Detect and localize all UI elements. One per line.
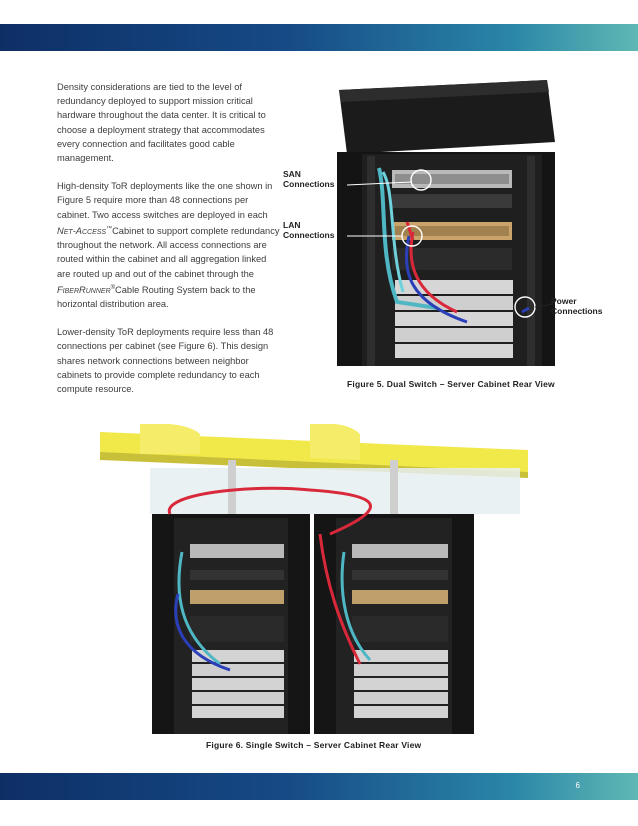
figure-5-caption: Figure 5. Dual Switch – Server Cabinet R… xyxy=(347,379,555,389)
paragraph-lower-density: Lower-density ToR deployments require le… xyxy=(57,327,274,395)
san-label-line1: SAN xyxy=(283,169,301,179)
footer-band: 6 xyxy=(0,773,638,800)
paragraph-high-density-part-c: Cable Routing System back to the horizon… xyxy=(57,284,256,310)
figure-6-caption: Figure 6. Single Switch – Server Cabinet… xyxy=(206,740,422,750)
fiberrunner-brand: FiberRunner xyxy=(57,284,111,295)
lan-label-line1: LAN xyxy=(283,220,301,230)
figure-5-cabinet-image xyxy=(337,80,555,366)
header-band xyxy=(0,24,638,51)
paragraph-high-density: High-density ToR deployments like the on… xyxy=(57,179,282,311)
power-connections-label: Power Connections xyxy=(551,296,602,316)
power-label-line1: Power xyxy=(551,296,577,306)
paragraph-high-density-part-b: Cabinet to support complete redundancy t… xyxy=(57,225,280,279)
san-label-line2: Connections xyxy=(283,179,335,189)
body-text: Density considerations are tied to the l… xyxy=(57,80,282,410)
lan-connections-label: LAN Connections xyxy=(283,220,334,240)
lan-label-line2: Connections xyxy=(283,230,335,240)
san-connections-label: SAN Connections xyxy=(283,169,334,189)
registered-mark: ® xyxy=(110,284,116,291)
power-label-line2: Connections xyxy=(551,306,603,316)
page-number: 6 xyxy=(575,781,580,790)
net-access-brand: Net-Access xyxy=(57,225,107,236)
paragraph-density: Density considerations are tied to the l… xyxy=(57,82,266,164)
trademark-mark: ™ xyxy=(106,225,113,232)
figure-6-cabinet-image xyxy=(100,424,528,734)
paragraph-high-density-part-a: High-density ToR deployments like the on… xyxy=(57,181,273,220)
